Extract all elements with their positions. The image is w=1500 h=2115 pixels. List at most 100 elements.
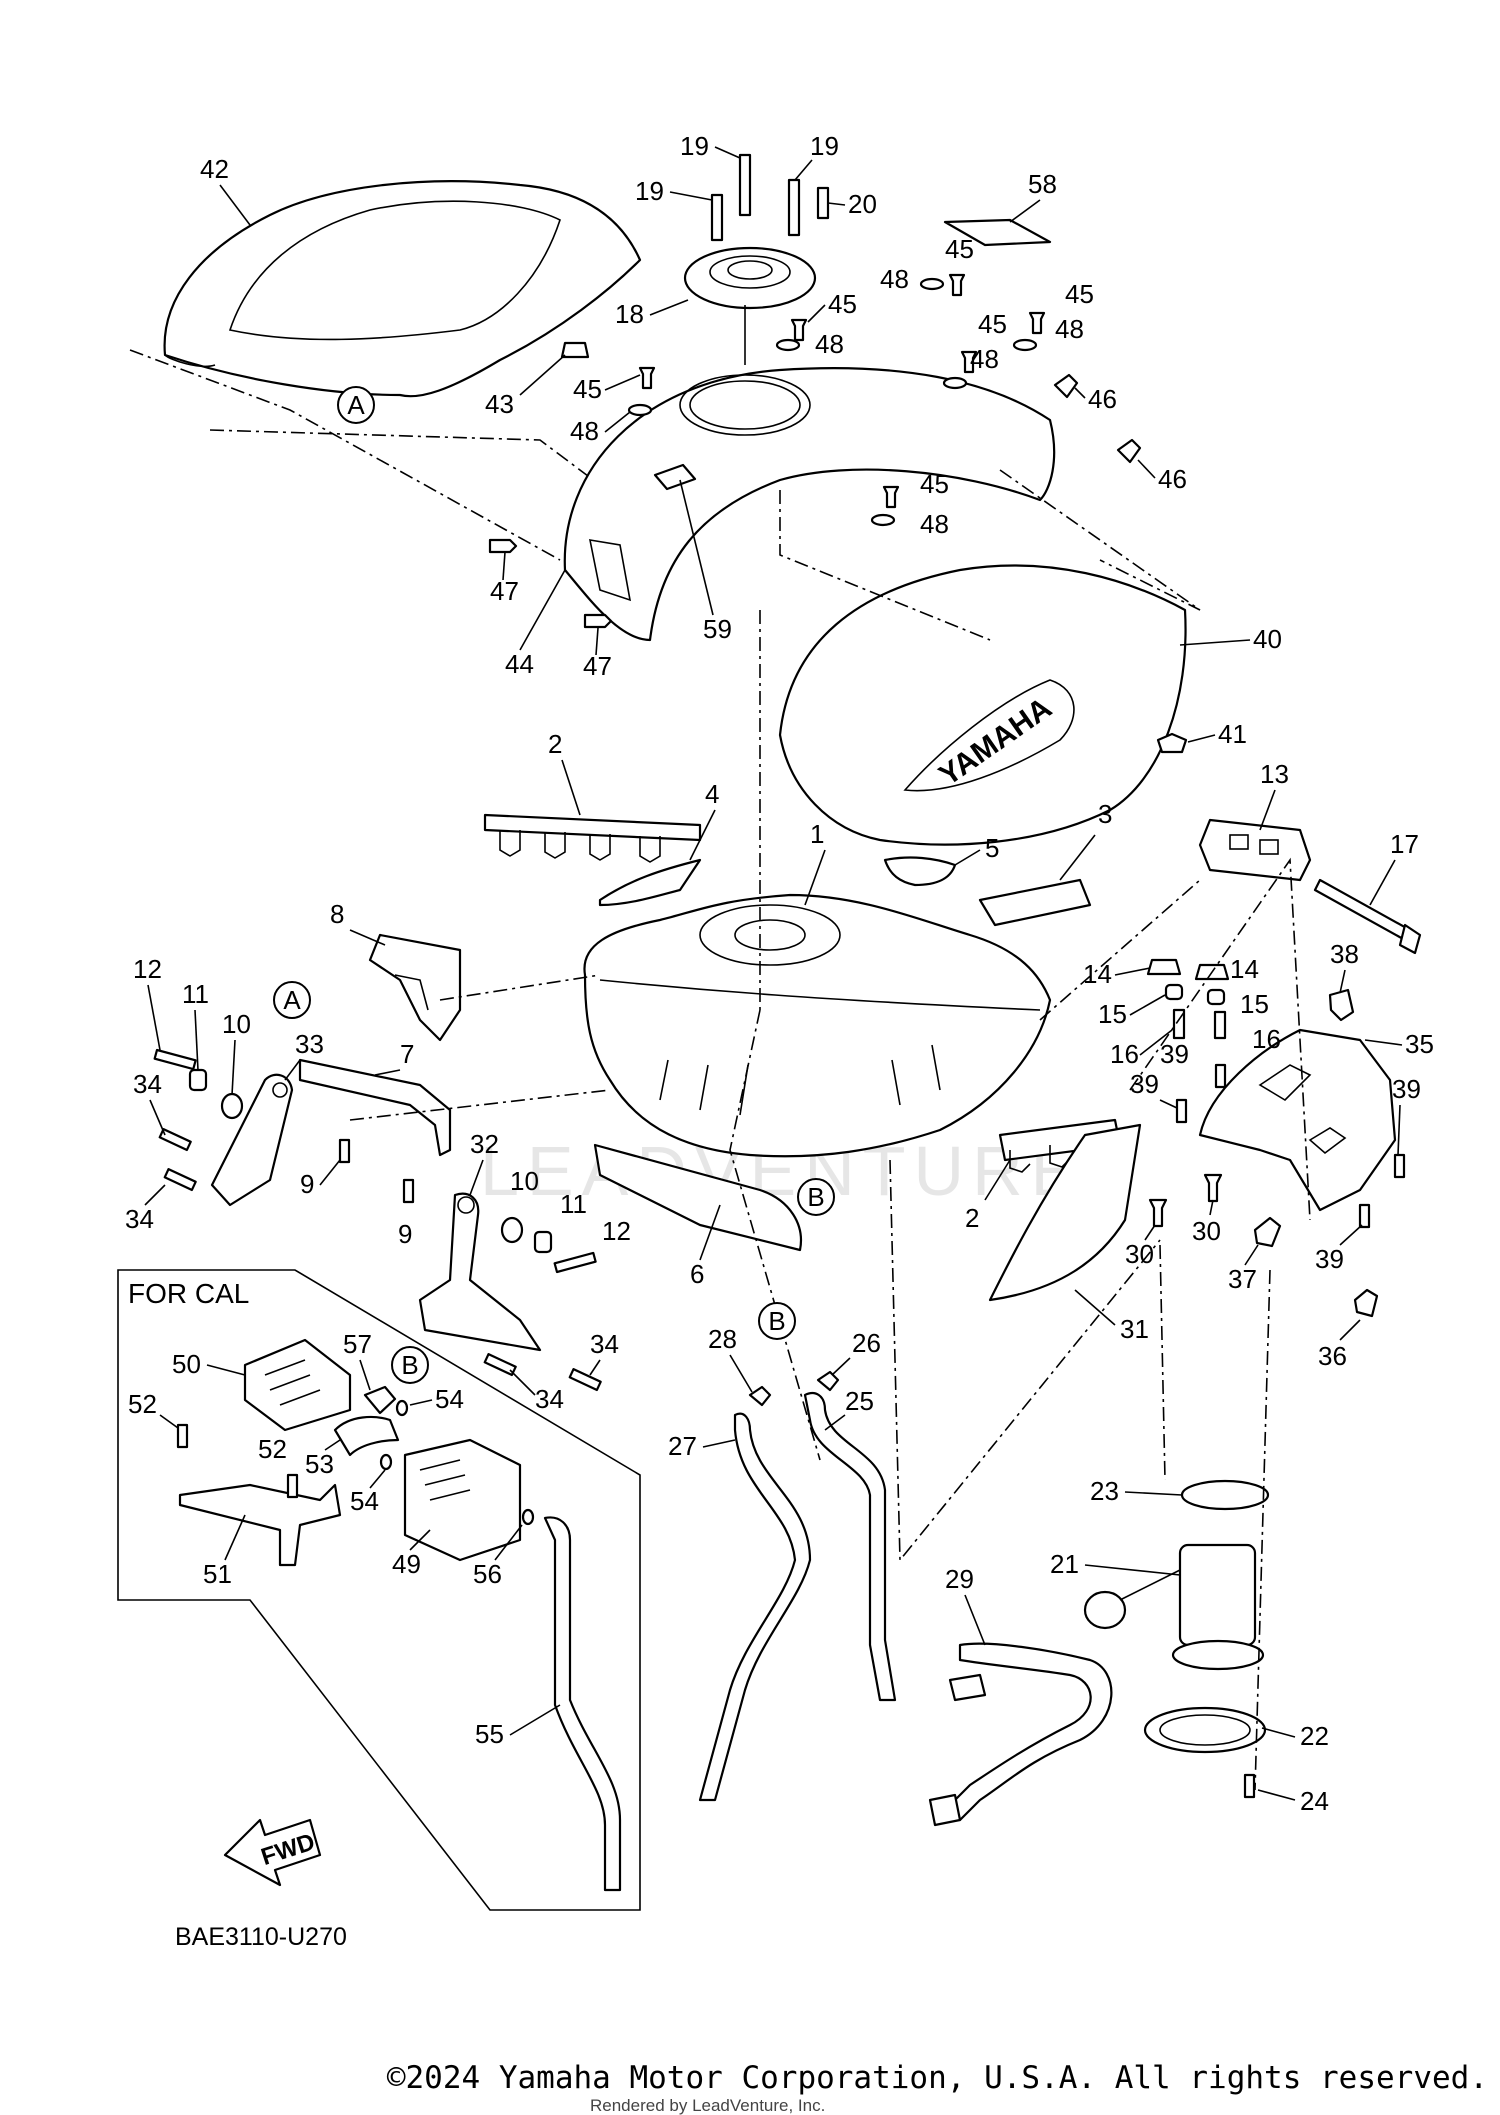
callout-11-right: 11 [560,1189,587,1219]
callout-30-right: 30 [1192,1216,1221,1246]
part-51-bracket [178,1483,342,1567]
callout-46-lower: 46 [1158,464,1187,494]
part-12-bolt-left [153,1048,197,1071]
part-55-hose [543,1516,622,1892]
part-29-fuel-hose [948,1642,1113,1822]
part-3-label [978,878,1092,927]
callout-1: 1 [810,819,824,849]
part-14-grommet-left [1146,958,1182,976]
callout-18: 18 [615,299,644,329]
callout-19-top: 19 [680,131,709,161]
callout-35: 35 [1405,1029,1434,1059]
callout-31: 31 [1120,1314,1149,1344]
callout-48-d: 48 [970,344,999,374]
callout-14-left: 14 [1083,959,1112,989]
part-39-bolts [1175,1063,1406,1229]
callout-58: 58 [1028,169,1057,199]
part-59-emblem [653,463,697,491]
callout-27: 27 [668,1431,697,1461]
part-30-screws [1148,1173,1223,1228]
callout-54-lower: 54 [350,1486,379,1516]
callout-44: 44 [505,649,534,679]
callout-12-right: 12 [602,1216,631,1246]
part-7-stay [298,1058,452,1157]
callout-34-far-right: 34 [590,1329,619,1359]
callout-54-upper: 54 [435,1384,464,1414]
callout-23: 23 [1090,1476,1119,1506]
part-2-bracket-upper [483,813,702,863]
part-45-screws [638,273,1046,509]
part-16-bolt-right [1213,1010,1227,1040]
callout-46-upper: 46 [1088,384,1117,414]
california-box-label: FOR CAL [128,1278,249,1309]
callout-47-right: 47 [583,651,612,681]
callout-52-right: 52 [258,1434,287,1464]
callout-39-upper-left: 39 [1160,1039,1189,1069]
part-26-clip [816,1370,840,1392]
part-50-canister-cover [243,1338,352,1432]
callout-51: 51 [203,1559,232,1589]
part-17-bolt [1313,878,1422,955]
part-13-plate [1198,818,1312,882]
callout-48-c: 48 [880,264,909,294]
callout-36: 36 [1318,1341,1347,1371]
callout-34-bottom-right: 34 [535,1384,564,1414]
callout-45-a: 45 [573,374,602,404]
part-22-retainer [1143,1706,1267,1754]
part-6-damper [593,1143,803,1252]
part-40-side-cover: YAMAHA [778,564,1187,846]
ref-marker-a-top: A [337,386,375,424]
callout-40: 40 [1253,624,1282,654]
part-4-damper [598,858,702,907]
callout-43: 43 [485,389,514,419]
callout-17: 17 [1390,829,1419,859]
part-callouts: 1 2 2 3 4 5 6 7 8 9 9 10 10 11 11 12 12 … [125,131,1434,1816]
part-34-bolts [158,1128,602,1392]
part-58-label [943,218,1052,247]
callout-39-bottom: 39 [1315,1244,1344,1274]
part-11-spacer-right [533,1230,553,1254]
callout-48-b: 48 [815,329,844,359]
ref-marker-b-cal: B [391,1346,429,1384]
part-33-bracket [210,1073,294,1207]
part-10-collar-left [220,1092,244,1120]
callout-45-c: 45 [945,234,974,264]
callout-24: 24 [1300,1786,1329,1816]
callout-9-right: 9 [398,1219,412,1249]
part-48-washers [627,277,1038,527]
callout-45-f: 45 [920,469,949,499]
callout-25: 25 [845,1386,874,1416]
callout-10-left: 10 [222,1009,251,1039]
callout-26: 26 [852,1328,881,1358]
part-8-bracket [368,933,462,1042]
part-28-clip [748,1385,772,1407]
part-1-fuel-tank [583,893,1052,1158]
callout-3: 3 [1098,799,1112,829]
callout-30-left: 30 [1125,1239,1154,1269]
part-31-protector [988,1123,1142,1302]
callout-59: 59 [703,614,732,644]
part-56-clip [521,1508,535,1526]
callout-32: 32 [470,1129,499,1159]
callout-52-left: 52 [128,1389,157,1419]
part-9-bolt-right [402,1178,415,1204]
callout-55: 55 [475,1719,504,1749]
part-25-hose [803,1392,897,1702]
copyright-notice: ©2024 Yamaha Motor Corporation, U.S.A. A… [386,2060,1488,2096]
callout-16-right: 16 [1252,1024,1281,1054]
part-37-clip [1253,1216,1282,1248]
svg-text:B: B [768,1306,785,1336]
callout-4: 4 [705,779,719,809]
callout-19-left: 19 [635,176,664,206]
callout-56: 56 [473,1559,502,1589]
part-52-screw-right [286,1473,299,1499]
callout-48-e: 48 [1055,314,1084,344]
callout-41: 41 [1218,719,1247,749]
callout-20: 20 [848,189,877,219]
callout-14-right: 14 [1230,954,1259,984]
part-9-bolt-left [338,1138,351,1164]
svg-text:B: B [807,1182,824,1212]
part-38-clamp [1328,988,1355,1022]
part-23-gasket [1180,1479,1270,1511]
